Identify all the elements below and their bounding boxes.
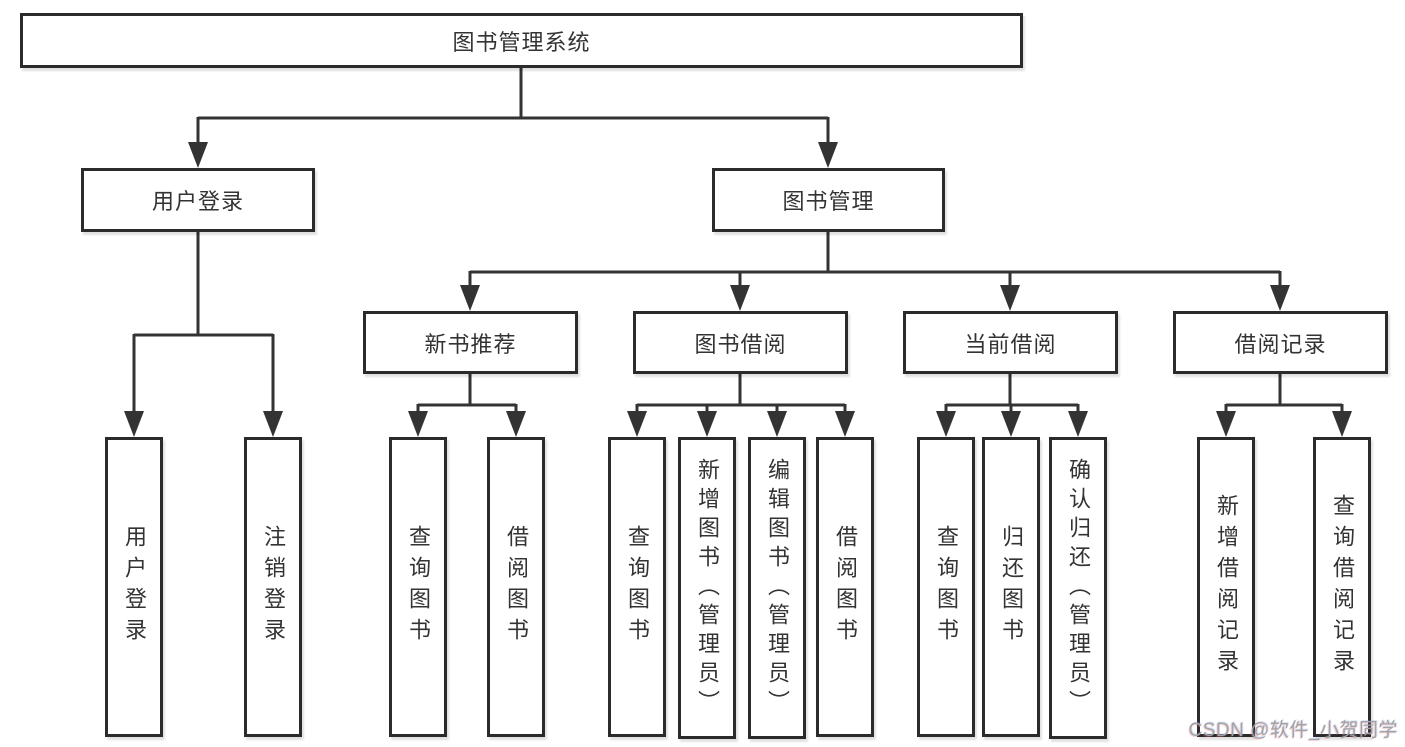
- connector-book-borrow-to-leaves: [627, 372, 855, 437]
- node-label: 当前借阅: [964, 331, 1057, 357]
- leaf-confirm-return-admin: 确认归还（管理员）: [1049, 437, 1107, 739]
- node-label: 借阅图书: [833, 525, 858, 649]
- node-new-book-recommend: 新书推荐: [363, 311, 578, 374]
- connector-borrow-records-to-leaves: [1216, 372, 1352, 437]
- leaf-add-borrow-record: 新增借阅记录: [1197, 437, 1255, 737]
- connector-user-login-to-leaves: [124, 230, 283, 437]
- node-label: 注销登录: [261, 525, 286, 649]
- leaf-add-book-admin: 新增图书（管理员）: [678, 437, 736, 739]
- connector-new-book-rec-to-leaves: [408, 372, 526, 437]
- node-label: 新增借阅记录: [1214, 494, 1239, 680]
- leaf-query-book-borrow: 查询图书: [608, 437, 666, 737]
- node-label: 查询借阅记录: [1330, 494, 1355, 680]
- connector-current-borrow-to-leaves: [936, 372, 1088, 437]
- node-label: 查询图书: [934, 525, 959, 649]
- node-current-borrow: 当前借阅: [903, 311, 1118, 374]
- node-label: 借阅记录: [1234, 331, 1327, 357]
- node-book-borrow: 图书借阅: [633, 311, 848, 374]
- node-label: 确认归还（管理员）: [1066, 457, 1091, 719]
- node-label: 查询图书: [406, 525, 431, 649]
- leaf-return-book: 归还图书: [982, 437, 1040, 737]
- watermark: CSDN @软件_小贺同学: [1188, 720, 1398, 741]
- leaf-logout: 注销登录: [244, 437, 302, 737]
- node-label: 归还图书: [999, 525, 1024, 649]
- node-user-login: 用户登录: [81, 168, 315, 232]
- leaf-query-book-current: 查询图书: [917, 437, 975, 737]
- node-library-management-system: 图书管理系统: [20, 13, 1023, 68]
- leaf-query-borrow-record: 查询借阅记录: [1313, 437, 1371, 737]
- node-label: 新书推荐: [424, 331, 517, 357]
- node-label: 图书管理: [782, 189, 875, 214]
- leaf-edit-book-admin: 编辑图书（管理员）: [748, 437, 806, 739]
- node-label: 新增图书（管理员）: [695, 457, 720, 719]
- leaf-user-login: 用户登录: [105, 437, 163, 737]
- leaf-query-book-recommend: 查询图书: [389, 437, 447, 737]
- node-label: 借阅图书: [504, 525, 529, 649]
- node-label: 图书借阅: [694, 331, 787, 357]
- node-borrow-records: 借阅记录: [1173, 311, 1388, 374]
- leaf-borrow-book: 借阅图书: [816, 437, 874, 737]
- node-book-management: 图书管理: [712, 168, 945, 232]
- node-label: 图书管理系统: [452, 29, 591, 55]
- node-label: 用户登录: [151, 189, 244, 214]
- leaf-borrow-book-recommend: 借阅图书: [487, 437, 545, 737]
- connector-book-mgmt-to-level3: [460, 230, 1290, 311]
- node-label: 编辑图书（管理员）: [765, 457, 790, 719]
- connector-root-to-level2: [188, 66, 838, 168]
- node-label: 用户登录: [122, 525, 147, 649]
- node-label: 查询图书: [625, 525, 650, 649]
